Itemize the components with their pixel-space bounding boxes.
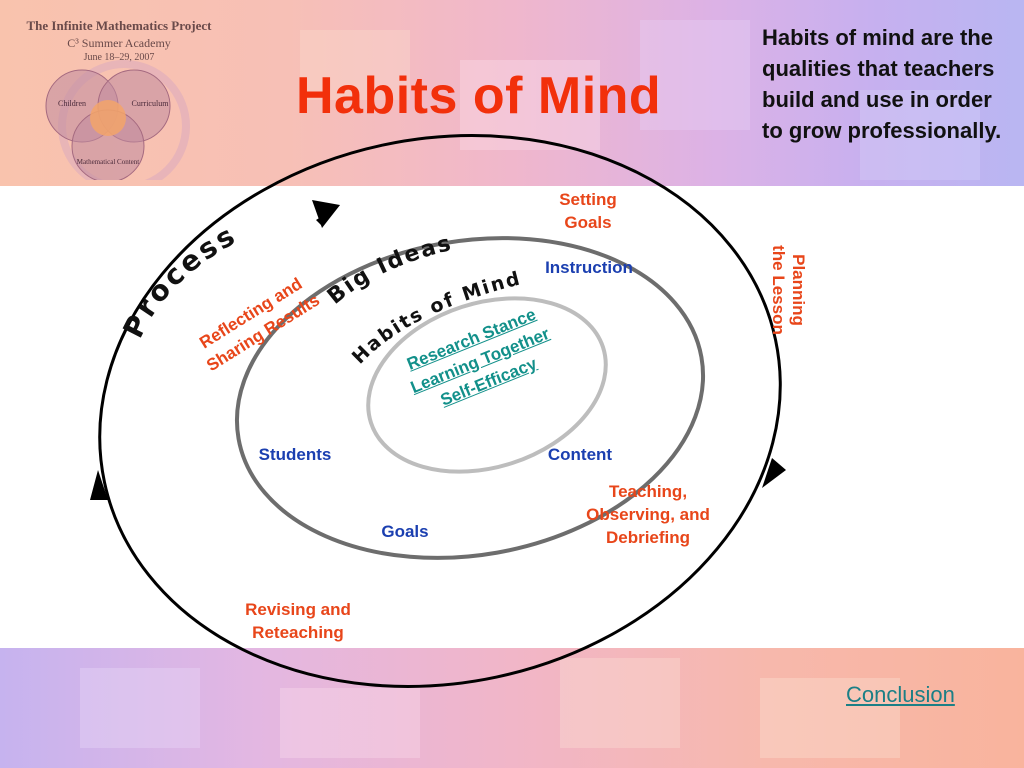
- big-ideas-ring: [234, 236, 706, 560]
- venn-label-curriculum: Curriculum: [132, 99, 170, 108]
- process-cycle-ring: [98, 134, 782, 688]
- step-teaching-observing: Teaching, Observing, and Debriefing: [586, 482, 710, 547]
- logo-title: The Infinite Mathematics Project: [26, 18, 212, 33]
- step-setting-goals: Setting Goals: [559, 190, 617, 232]
- logo-subtitle: C³ Summer Academy: [67, 36, 171, 50]
- step-revising-reteaching: Revising and Reteaching: [245, 600, 351, 642]
- footer-band: [0, 648, 1024, 768]
- venn-logo-icon: Children Curriculum Mathematical Content: [45, 60, 190, 180]
- venn-label-content: Mathematical Content: [77, 158, 139, 166]
- page-title: Habits of Mind: [296, 67, 662, 125]
- logo-date: June 18–29, 2007: [83, 52, 155, 63]
- step-planning-lesson: Planning the Lesson: [769, 245, 808, 335]
- big-idea-content: Content: [547, 445, 613, 464]
- arrow-left-icon: [90, 470, 108, 500]
- arrow-right-icon: [762, 458, 786, 488]
- conclusion-link[interactable]: Conclusion: [846, 682, 955, 707]
- big-idea-instruction: Instruction: [545, 258, 633, 277]
- big-idea-goals: Goals: [381, 522, 429, 541]
- habits-ring: [366, 296, 608, 474]
- description-text: Habits of mind are the qualities that te…: [762, 25, 1002, 143]
- header-band: [0, 0, 1024, 186]
- project-logo: The Infinite Mathematics Project C³ Summ…: [14, 14, 224, 180]
- big-idea-students: Students: [258, 445, 332, 464]
- venn-label-children: Children: [58, 99, 86, 108]
